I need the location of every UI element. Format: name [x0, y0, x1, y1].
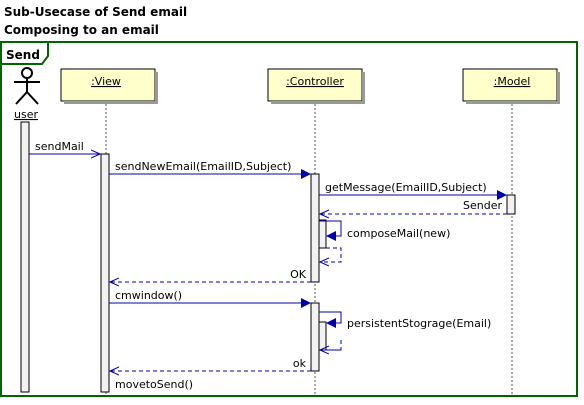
lifeline-model: :Model [462, 68, 560, 104]
message-sendmail-label: sendMail [35, 140, 84, 153]
activation-view [100, 153, 110, 393]
activation-user [20, 121, 30, 393]
activation-controller-2 [310, 302, 320, 372]
frame-tab [0, 41, 49, 65]
lifeline-controller-label: :Controller [286, 75, 344, 88]
message-sendnewemail-label: sendNewEmail(EmailID,Subject) [115, 160, 291, 173]
lifeline-view-label: :View [91, 75, 121, 88]
message-persist-return [320, 337, 342, 350]
message-ok2-label: ok [293, 357, 307, 370]
message-composemail-return [320, 247, 342, 262]
message-movetosend-label: movetoSend() [115, 378, 193, 391]
lifeline-model-label: :Model [494, 75, 531, 88]
message-composemail-arrow [319, 220, 342, 241]
activation-controller-1 [310, 173, 320, 283]
message-ok1-label: OK [290, 268, 307, 281]
actor-name: user [14, 108, 38, 121]
message-getmessage-label: getMessage(EmailID,Subject) [325, 181, 487, 194]
activation-model [506, 194, 516, 215]
message-persist-arrow [319, 311, 342, 328]
message-sender-label: Sender [463, 199, 502, 212]
activation-compose-nested [318, 219, 327, 249]
activation-persist-nested [318, 321, 327, 351]
interaction-frame [0, 41, 578, 397]
message-composemail-label: composeMail(new) [347, 227, 450, 240]
lifeline-controller: :Controller [267, 68, 365, 104]
frame-label: Send [6, 48, 40, 62]
message-cmwindow-label: cmwindow() [115, 289, 182, 302]
diagram-title: Sub-Usecase of Send email [4, 5, 188, 19]
lifeline-lines [105, 104, 513, 394]
diagram-subtitle: Composing to an email [4, 23, 159, 37]
message-persist-label: persistentStograge(Email) [347, 317, 491, 330]
lifeline-view: :View [60, 68, 158, 104]
actor-icon [14, 67, 40, 105]
